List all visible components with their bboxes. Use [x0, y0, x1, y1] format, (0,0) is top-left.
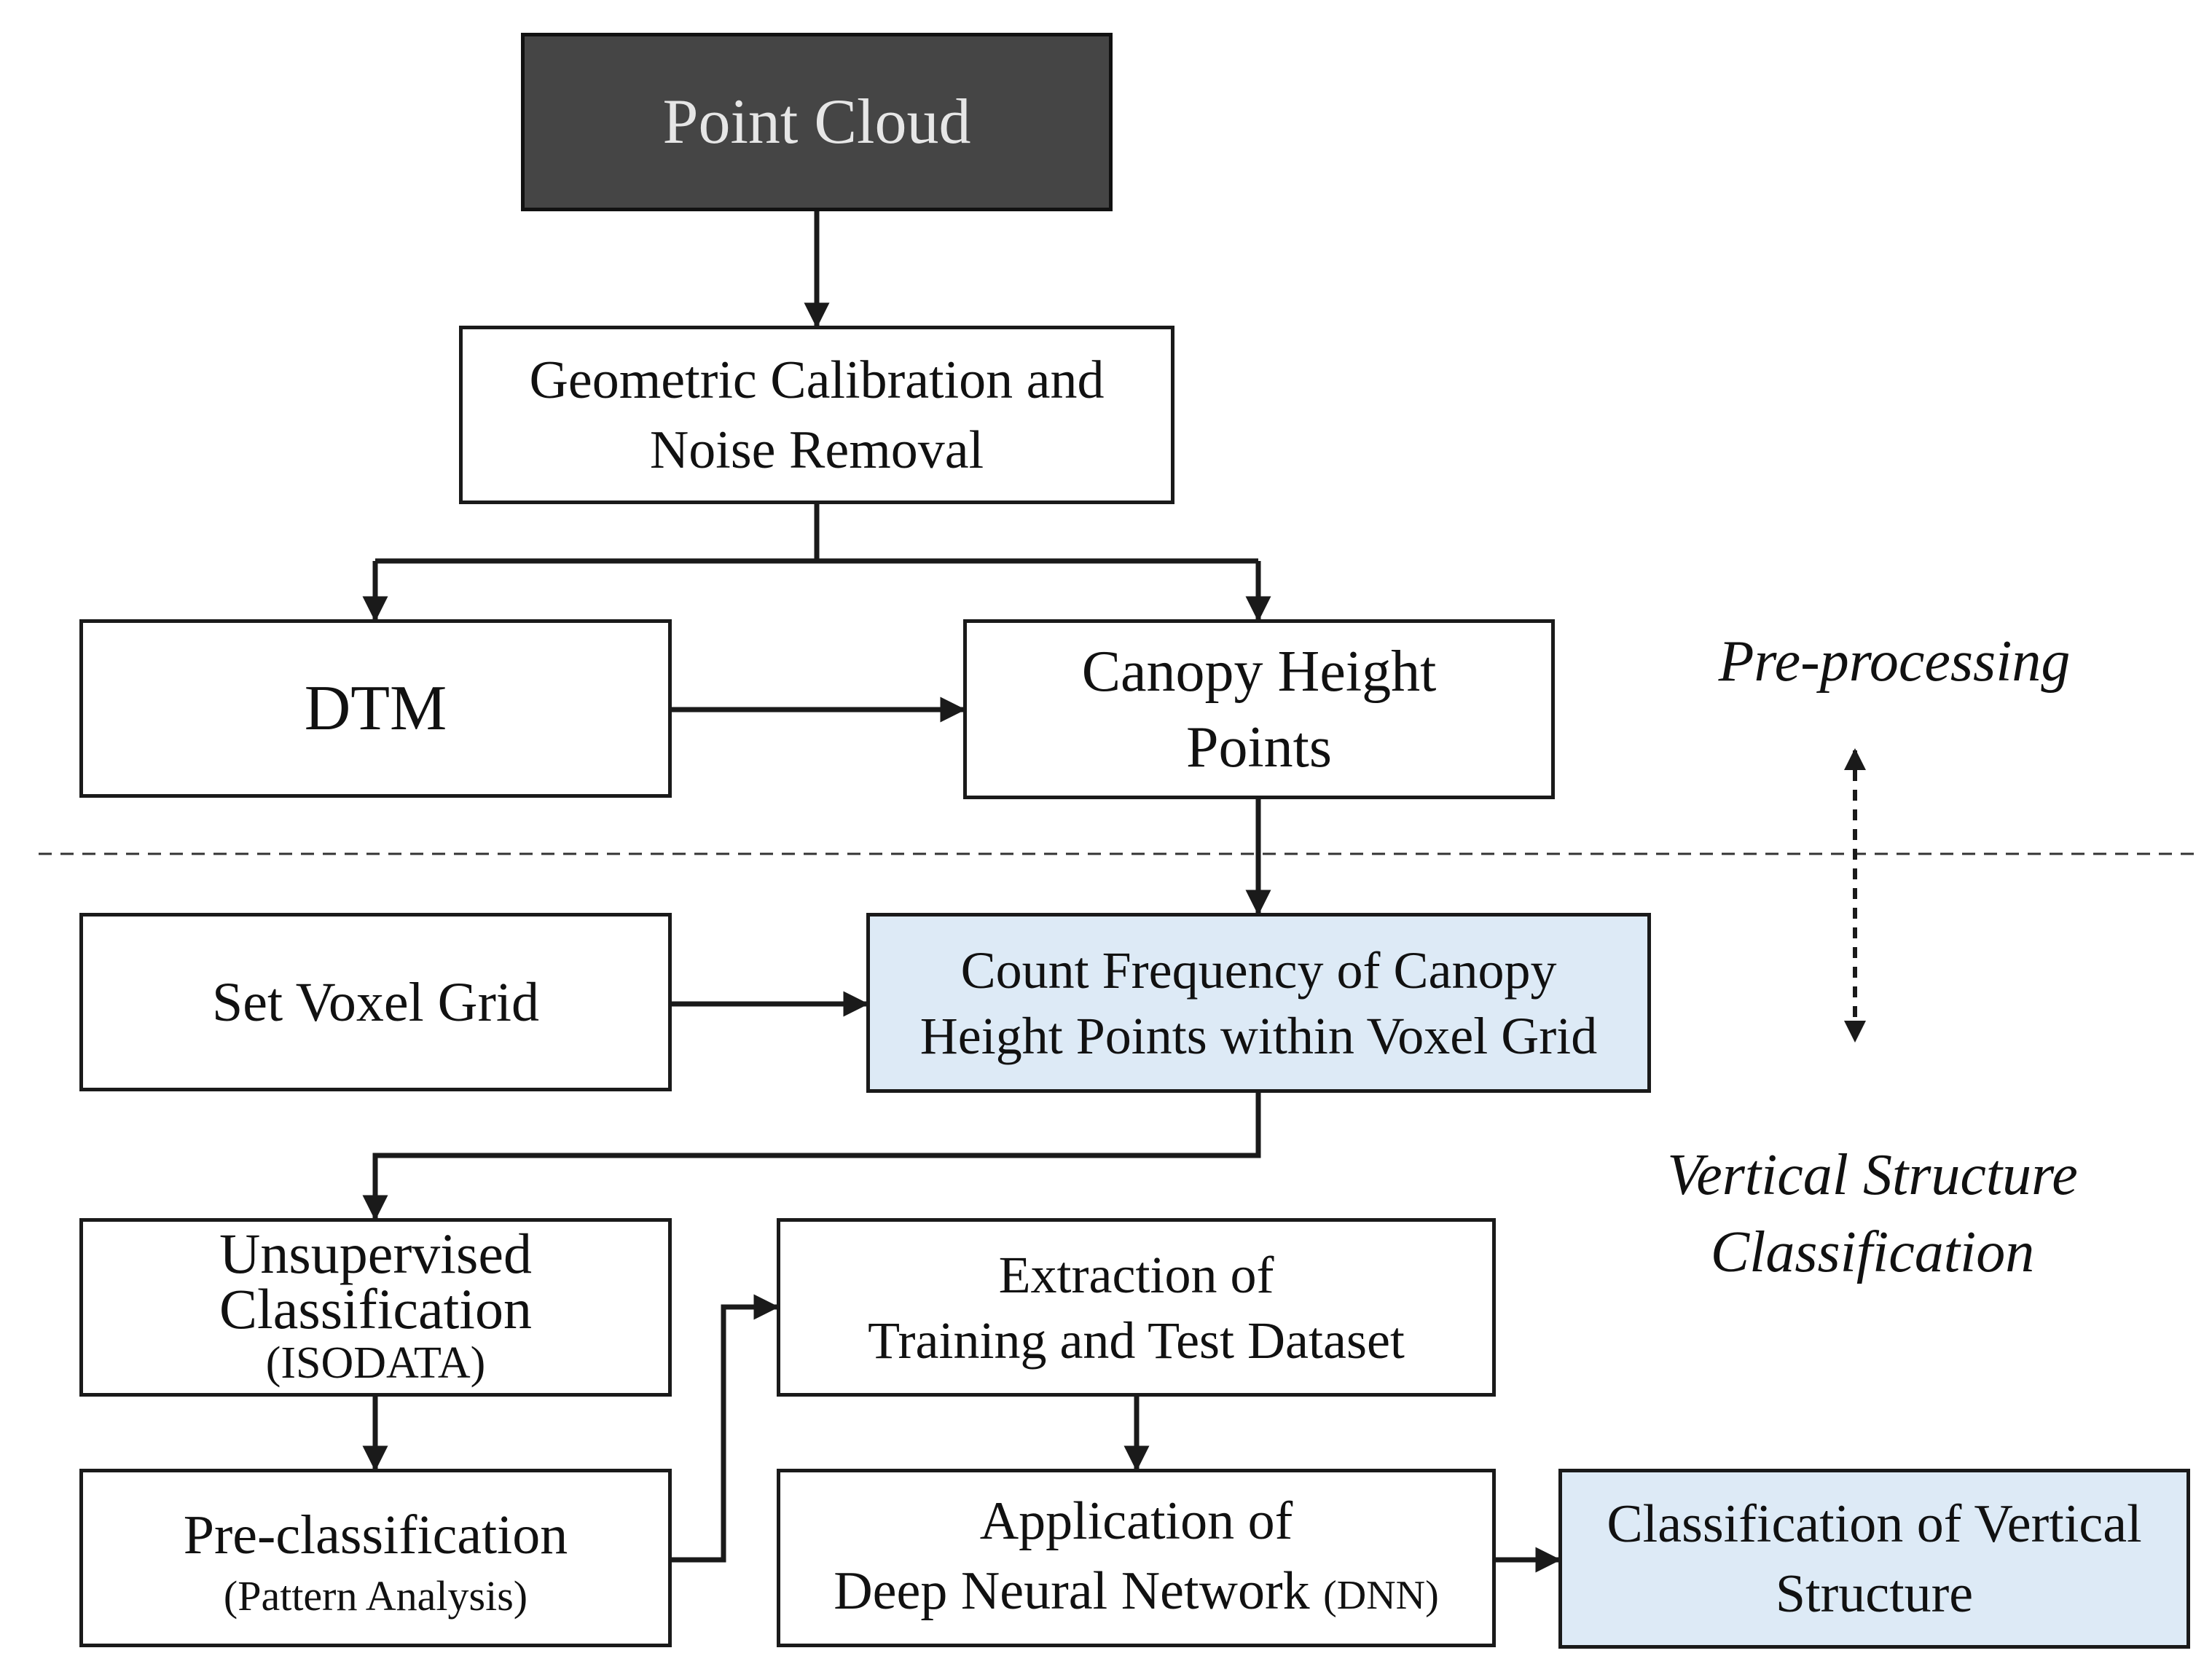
- result-label-line2: Structure: [1775, 1563, 1974, 1624]
- calibration-label-line1: Geometric Calibration and: [529, 350, 1105, 410]
- preprocessing-stage-label: Pre-processing: [1718, 629, 2071, 694]
- count-frequency-node: Count Frequency of Canopy Height Points …: [866, 913, 1651, 1093]
- extraction-label-line1: Extraction of: [998, 1245, 1274, 1304]
- calibration-label-line2: Noise Removal: [649, 420, 984, 480]
- unsupervised-label-line1: Unsupervised: [219, 1221, 532, 1285]
- dnn-label-line2: Deep Neural Network: [834, 1561, 1310, 1621]
- count-frequency-label-line1: Count Frequency of Canopy: [960, 941, 1557, 1000]
- count-frequency-label-line2: Height Points within Voxel Grid: [919, 1006, 1598, 1065]
- arrow-preclass-to-extraction: [672, 1294, 780, 1563]
- vertical-structure-result-node: Classification of Vertical Structure: [1558, 1469, 2190, 1649]
- calibration-node: Geometric Calibration and Noise Removal: [459, 326, 1174, 504]
- point-cloud-node: Point Cloud: [521, 33, 1113, 211]
- dnn-label-line2-wrap: Deep Neural Network (DNN): [834, 1556, 1439, 1630]
- extraction-dataset-node: Extraction of Training and Test Dataset: [777, 1218, 1496, 1397]
- unsupervised-note: (ISODATA): [265, 1338, 486, 1388]
- point-cloud-label: Point Cloud: [662, 86, 971, 157]
- dnn-note: (DNN): [1323, 1572, 1439, 1618]
- canopy-points-label-line1: Canopy Height: [1081, 639, 1437, 704]
- dtm-node: DTM: [79, 619, 672, 798]
- dnn-label-line1: Application of: [979, 1491, 1293, 1551]
- vertical-classification-stage-label-line1: Vertical Structure: [1667, 1143, 2078, 1207]
- unsupervised-classification-node: Unsupervised Classification (ISODATA): [79, 1218, 672, 1397]
- pre-classification-node: Pre-classification (Pattern Analysis): [79, 1469, 672, 1647]
- arrow-count-to-unsupervised: [362, 1093, 1261, 1221]
- preclassification-label: Pre-classification: [183, 1504, 568, 1566]
- preclassification-note: (Pattern Analysis): [223, 1571, 528, 1620]
- canopy-points-label-line2: Points: [1185, 715, 1333, 780]
- extraction-label-line2: Training and Test Dataset: [868, 1311, 1405, 1370]
- vertical-classification-stage-label-line2: Classification: [1710, 1220, 2035, 1284]
- result-label-line1: Classification of Vertical: [1607, 1494, 2142, 1554]
- unsupervised-label-line2: Classification: [219, 1276, 532, 1341]
- voxel-grid-label: Set Voxel Grid: [212, 971, 539, 1033]
- canopy-height-points-node: Canopy Height Points: [963, 619, 1555, 799]
- dnn-application-node: Application of Deep Neural Network (DNN): [777, 1469, 1496, 1647]
- dtm-label: DTM: [304, 672, 447, 744]
- set-voxel-grid-node: Set Voxel Grid: [79, 913, 672, 1091]
